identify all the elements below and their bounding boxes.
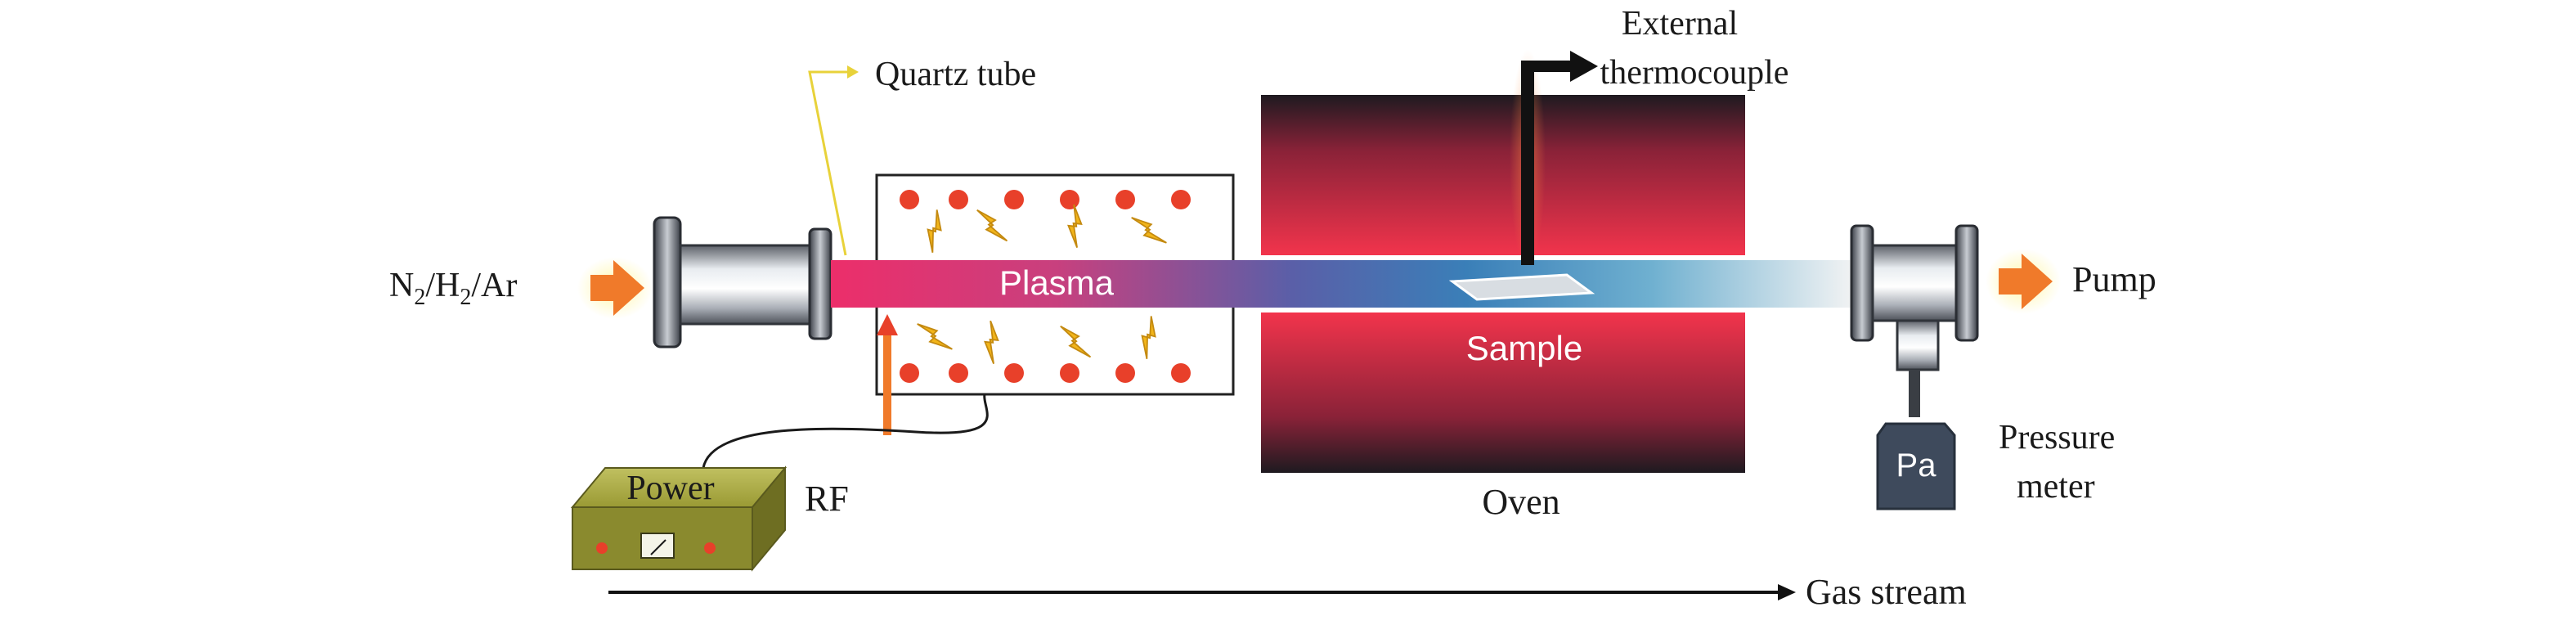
- power-cable: [702, 393, 989, 469]
- pressure-gauge-label: Pa: [1896, 447, 1937, 483]
- power-led-right: [704, 542, 716, 554]
- gas-stream-label: Gas stream: [1806, 572, 1967, 612]
- plasma-elements: [900, 190, 1191, 383]
- plasma-dot: [1171, 363, 1191, 383]
- lightning-icon: [927, 209, 942, 253]
- oven-bottom-half: [1261, 312, 1745, 473]
- pressure-meter-label-1: Pressure: [1999, 419, 2115, 456]
- gas-inlet-label: N2/H2/Ar: [389, 267, 517, 310]
- thermocouple: [1510, 49, 1598, 270]
- plasma-dot: [1171, 190, 1191, 209]
- outlet-fitting: [1850, 224, 1979, 417]
- quartz-tube-label: Quartz tube: [875, 56, 1036, 93]
- gauge-dial-icon: [640, 533, 675, 559]
- power-label: Power: [626, 470, 714, 507]
- gas-stream-arrow: [608, 584, 1796, 600]
- thermocouple-arrow-icon: [1570, 51, 1598, 82]
- rf-label: RF: [805, 479, 849, 519]
- oven-top-half: [1261, 95, 1745, 255]
- lightning-icon: [1141, 316, 1156, 359]
- plasma-dot: [900, 363, 919, 383]
- lightning-icon: [984, 320, 999, 364]
- pressure-meter-label-2: meter: [2017, 468, 2095, 506]
- lightning-icon: [1067, 204, 1083, 248]
- pressure-gauge: [1876, 422, 1956, 510]
- lightning-icon: [1131, 217, 1167, 244]
- plasma-dot: [949, 363, 968, 383]
- lightning-icon: [1060, 325, 1092, 358]
- rf-feed-arrow: [877, 314, 898, 435]
- plasma-dot: [1004, 363, 1024, 383]
- pump-label: Pump: [2072, 259, 2156, 299]
- power-supply: [570, 465, 788, 572]
- plasma-dot: [1060, 190, 1079, 209]
- plasma-dot: [949, 190, 968, 209]
- outlet-arrow-icon: [1986, 249, 2061, 314]
- plasma-dot: [1115, 190, 1135, 209]
- power-led-left: [596, 542, 608, 554]
- plasma-dot: [1004, 190, 1024, 209]
- sample-plate: [1448, 273, 1595, 301]
- external-thermocouple-label-1: External: [1622, 5, 1738, 43]
- lightning-icon: [917, 323, 953, 350]
- external-thermocouple-label-2: thermocouple: [1600, 54, 1789, 92]
- plasma-dot: [1060, 363, 1079, 383]
- oven-label: Oven: [1482, 482, 1560, 522]
- plasma-dot: [900, 190, 919, 209]
- quartz-tube-leader: [808, 70, 854, 256]
- inlet-arrow-icon: [577, 257, 653, 319]
- plasma-label: Plasma: [999, 263, 1115, 302]
- plasma-dot: [1115, 363, 1135, 383]
- oven: [1261, 95, 1745, 473]
- lightning-icon: [976, 209, 1008, 242]
- inlet-fitting: [653, 216, 832, 348]
- sample-label: Sample: [1466, 329, 1582, 367]
